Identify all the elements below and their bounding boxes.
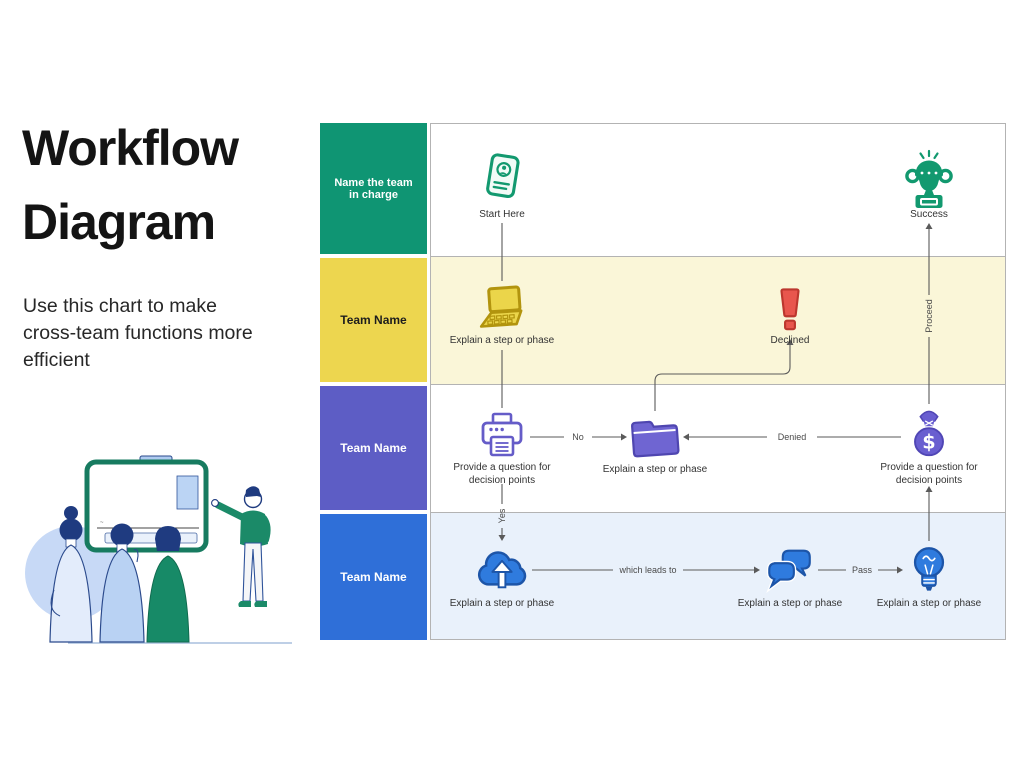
node-step-chat [763,544,817,594]
id-badge-icon [486,153,520,199]
lightbulb-icon [913,547,945,591]
node-step-cloud [473,545,531,595]
connector-label-which-leads-to: which leads to [619,565,677,575]
money-bag-icon: $ [914,410,944,457]
node-label: Provide a question for decision points [880,462,978,486]
printer-icon [481,412,523,457]
page-title: Workflow Diagram [22,120,239,250]
lane-label-team-1: Team Name [320,258,427,382]
node-success [901,149,957,209]
connector-label-yes: Yes [497,508,507,524]
lane-label-text: Team Name [340,441,407,455]
svg-text:~: ~ [100,520,104,526]
lane-label-text: Name the team in charge [334,176,413,201]
node-step-laptop [472,282,532,336]
lane-row-1 [430,123,1006,257]
lane-label-team-2: Team Name [320,386,427,510]
lane-row-3 [430,384,1006,513]
chat-bubbles-icon [766,549,811,594]
lane-label-team-3: Team Name [320,514,427,640]
lane-label-text: Team Name [340,313,407,327]
node-label: Start Here [479,209,525,220]
illustration-graphic: ~ [25,455,292,644]
lane-label-text: Team Name [340,570,407,584]
trophy-icon [905,149,953,208]
svg-text:$: $ [922,430,935,453]
team-presentation-illustration: ~ [10,440,300,662]
lane-label-owner: Name the team in charge [320,123,427,254]
page-subtitle: Use this chart to make cross-team functi… [23,295,253,371]
connector-label-proceed: Proceed [924,299,934,333]
node-step-lightbulb [904,542,954,596]
lane-row-2 [430,256,1006,385]
node-question-money-bag: $ [902,405,956,463]
node-label: Explain a step or phase [602,464,708,475]
node-label: Explain a step or phase [876,598,982,609]
node-label: Explain a step or phase [449,335,555,346]
folder-icon [631,420,680,458]
connector-label-pass: Pass [851,565,873,575]
node-declined [765,283,815,337]
connector-label-no: No [572,432,584,442]
node-label: Explain a step or phase [449,598,555,609]
node-label: Explain a step or phase [737,598,843,609]
laptop-icon [479,285,523,328]
node-label: Provide a question for decision points [453,462,551,486]
exclamation-icon [780,288,800,331]
connector-lines [498,223,933,574]
cloud-upload-icon [477,551,527,589]
node-label: Declined [770,335,810,346]
connector-label-denied: Denied [777,432,807,442]
node-question-printer [474,411,530,463]
workflow-diagram: Name the team in charge Team Name Team N… [320,123,1006,640]
node-step-folder [626,412,684,464]
node-label: Success [910,209,948,220]
node-start-here [475,150,529,206]
